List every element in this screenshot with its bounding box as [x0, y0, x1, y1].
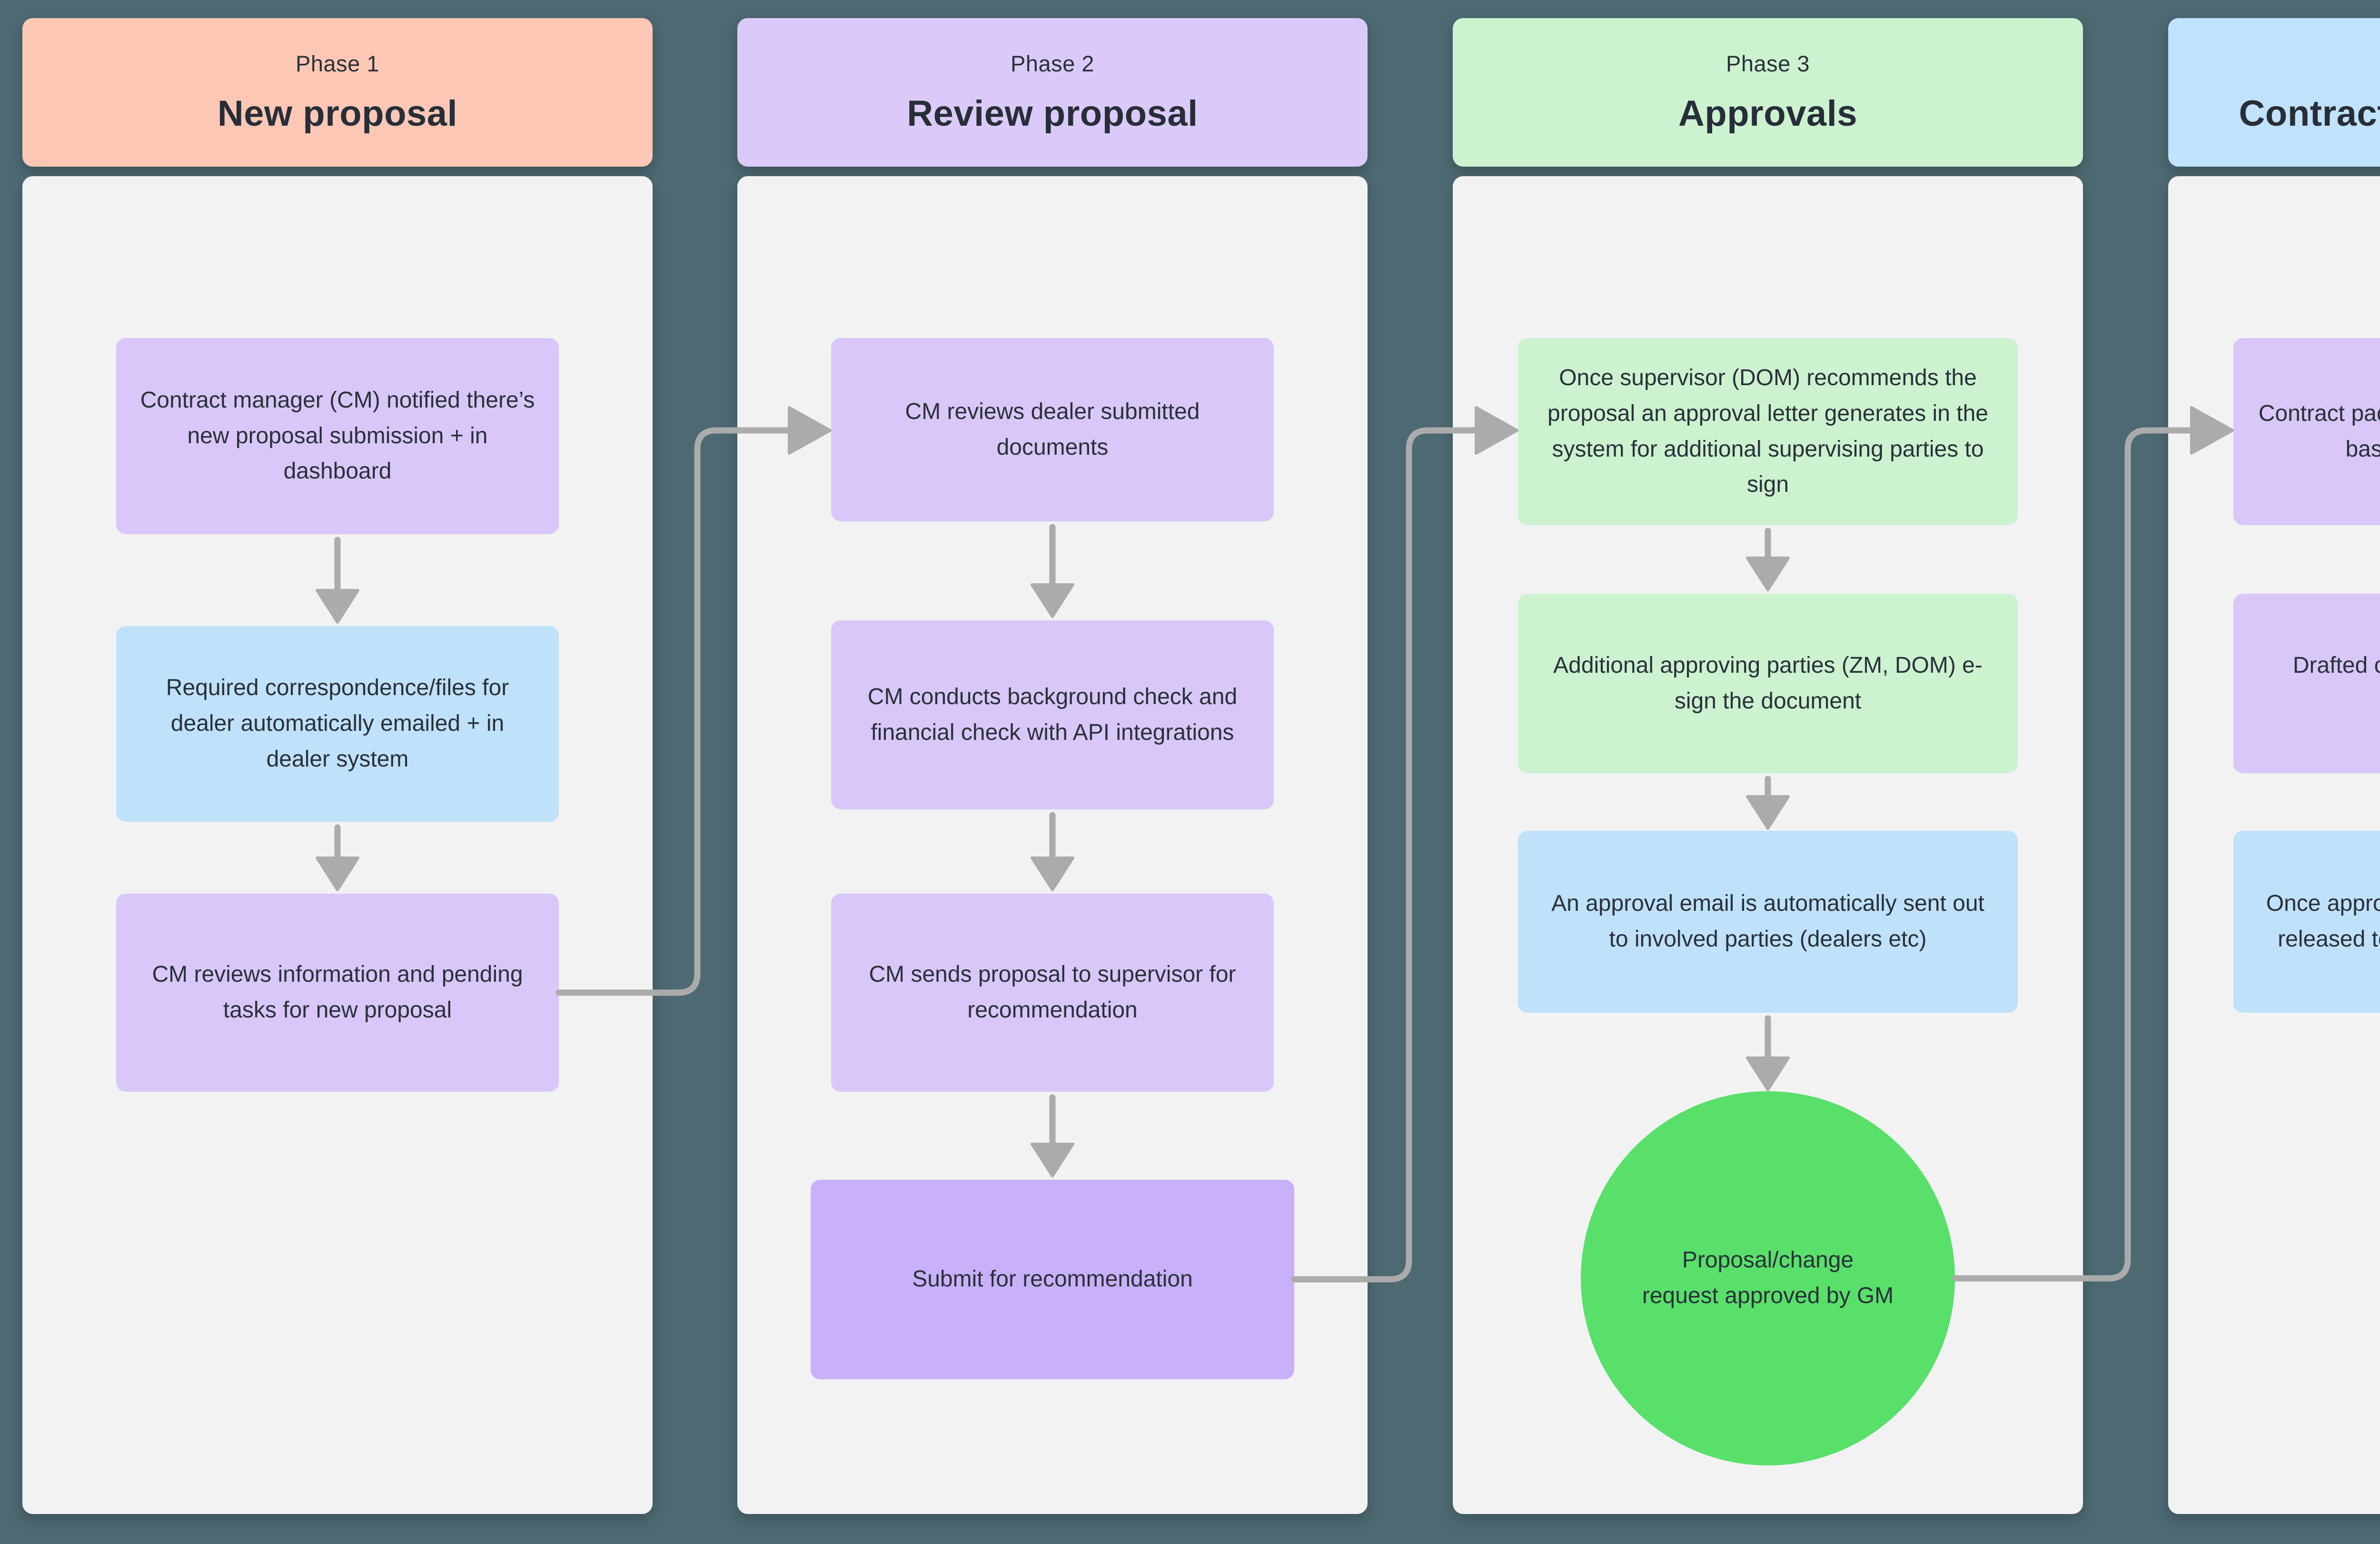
flow-step-text: Additional approving parties (ZM, DOM) e…	[1553, 652, 1983, 714]
flow-step-text: Once supervisor (DOM) recommends the pro…	[1547, 365, 1988, 498]
flow-step-card: CM conducts background check and financi…	[831, 620, 1274, 809]
phase-4-title: Contract generation/signing	[2239, 93, 2380, 134]
flow-step-text: CM reviews information and pending tasks…	[152, 962, 523, 1023]
flow-step-text: Drafted contracts are sent to DOM for ap…	[2292, 652, 2380, 678]
phase-3-header: Phase 3 Approvals	[1453, 18, 2083, 167]
approved-terminal-circle: Proposal/change request approved by GM	[1581, 1091, 1955, 1465]
flow-step-text: CM conducts background check and financi…	[867, 684, 1238, 745]
phase-3-column: Phase 3 Approvals Once supervisor (DOM) …	[1453, 0, 2083, 1544]
flow-step-card: Contract packages are generated by the C…	[2233, 338, 2380, 525]
flow-step-card: Additional approving parties (ZM, DOM) e…	[1518, 594, 2018, 773]
flow-step-card: An approval email is automatically sent …	[1518, 831, 2018, 1013]
phase-4-header: Phase 4 Contract generation/signing	[2168, 18, 2380, 167]
flow-step-card: Once approved contracts are automaticall…	[2233, 831, 2380, 1013]
phase-1-title: New proposal	[217, 93, 458, 134]
flow-step-card: Contract manager (CM) notified there’s n…	[116, 338, 559, 534]
flow-step-text: CM sends proposal to supervisor for reco…	[869, 962, 1236, 1023]
flow-step-text: Submit for recommendation	[912, 1266, 1193, 1292]
flow-step-card: Once supervisor (DOM) recommends the pro…	[1518, 338, 2018, 525]
phase-2-panel: CM reviews dealer submitted documents CM…	[737, 176, 1368, 1514]
phase-3-title: Approvals	[1678, 93, 1858, 134]
phase-4-column: Phase 4 Contract generation/signing Cont…	[2168, 0, 2380, 1544]
flow-step-card: Drafted contracts are sent to DOM for ap…	[2233, 594, 2380, 773]
flow-step-card: CM sends proposal to supervisor for reco…	[831, 894, 1274, 1092]
phase-3-panel: Once supervisor (DOM) recommends the pro…	[1453, 176, 2083, 1514]
flow-step-card: Required correspondence/files for dealer…	[116, 626, 559, 822]
flow-step-card: CM reviews dealer submitted documents	[831, 338, 1274, 521]
phase-4-panel: Contract packages are generated by the C…	[2168, 176, 2380, 1514]
phase-1-column: Phase 1 New proposal Contract manager (C…	[22, 0, 653, 1544]
phase-2-column: Phase 2 Review proposal CM reviews deale…	[737, 0, 1368, 1544]
flow-step-text: Once approved contracts are automaticall…	[2266, 891, 2380, 952]
flow-step-card: CM reviews information and pending tasks…	[116, 894, 559, 1092]
flow-step-text: Contract packages are generated by the C…	[2258, 400, 2380, 462]
flow-step-text: Required correspondence/files for dealer…	[166, 675, 509, 772]
phase-1-panel: Contract manager (CM) notified there’s n…	[22, 176, 653, 1514]
flow-step-text: CM reviews dealer submitted documents	[905, 398, 1200, 460]
submit-for-recommendation-card: Submit for recommendation	[811, 1180, 1294, 1379]
phase-2-label: Phase 2	[1011, 51, 1094, 76]
phase-1-label: Phase 1	[296, 51, 379, 76]
phase-1-header: Phase 1 New proposal	[22, 18, 653, 167]
terminal-text: Proposal/change request approved by GM	[1642, 1247, 1894, 1308]
flow-step-text: Contract manager (CM) notified there’s n…	[140, 387, 535, 484]
phase-2-title: Review proposal	[907, 93, 1198, 134]
flow-step-text: An approval email is automatically sent …	[1551, 891, 1984, 952]
phase-2-header: Phase 2 Review proposal	[737, 18, 1368, 167]
phase-3-label: Phase 3	[1726, 51, 1810, 76]
